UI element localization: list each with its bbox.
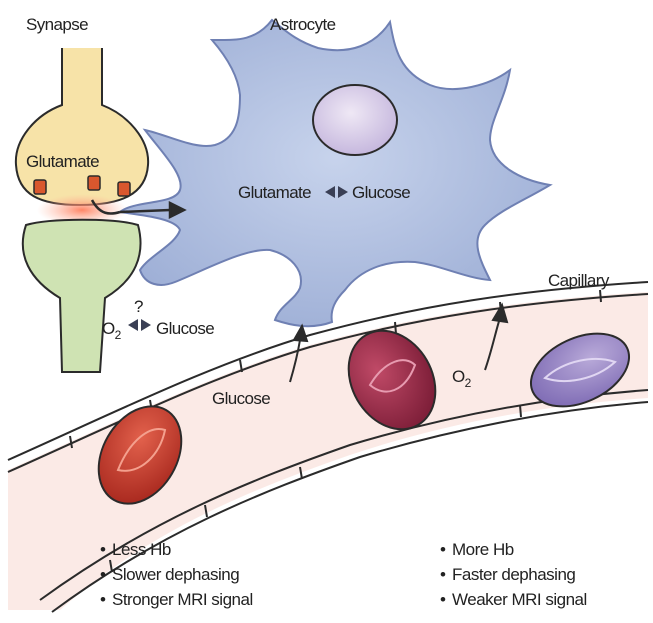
glucose-capillary-label: Glucose: [212, 389, 270, 408]
legend-right: • More Hb • Faster dephasing • Weaker MR…: [440, 540, 587, 609]
astrocyte-body: [120, 20, 550, 326]
astrocyte: [120, 20, 550, 326]
postsynaptic-terminal: [23, 220, 141, 372]
legend-left-item: Stronger MRI signal: [112, 590, 253, 609]
glutamate-flow-label: Glutamate: [238, 183, 311, 202]
legend-right-item: More Hb: [452, 540, 514, 559]
question-mark: ?: [134, 297, 143, 316]
legend-left: • Less Hb • Slower dephasing • Stronger …: [100, 540, 253, 609]
legend-bullet: •: [440, 565, 446, 584]
oxygen-label: O2: [102, 319, 122, 342]
legend-bullet: •: [440, 540, 446, 559]
glutamate-vesicle-label: Glutamate: [26, 152, 99, 171]
capillary-label: Capillary: [548, 271, 610, 290]
legend-right-item: Faster dephasing: [452, 565, 575, 584]
glutamate-vesicle: [34, 180, 46, 194]
oxygen-glucose-exchange-arrow: [128, 319, 151, 331]
glutamate-vesicle: [88, 176, 100, 190]
glucose-exchange-label: Glucose: [156, 319, 214, 338]
glutamate-vesicle: [118, 182, 130, 196]
astrocyte-label: Astrocyte: [270, 15, 336, 34]
synapse-label: Synapse: [26, 15, 88, 34]
legend-left-item: Less Hb: [112, 540, 171, 559]
legend-bullet: •: [100, 590, 106, 609]
glucose-flow-label: Glucose: [352, 183, 410, 202]
legend-left-item: Slower dephasing: [112, 565, 239, 584]
astrocyte-nucleus: [313, 85, 397, 155]
legend-bullet: •: [100, 540, 106, 559]
legend-right-item: Weaker MRI signal: [452, 590, 587, 609]
legend-bullet: •: [100, 565, 106, 584]
legend-bullet: •: [440, 590, 446, 609]
